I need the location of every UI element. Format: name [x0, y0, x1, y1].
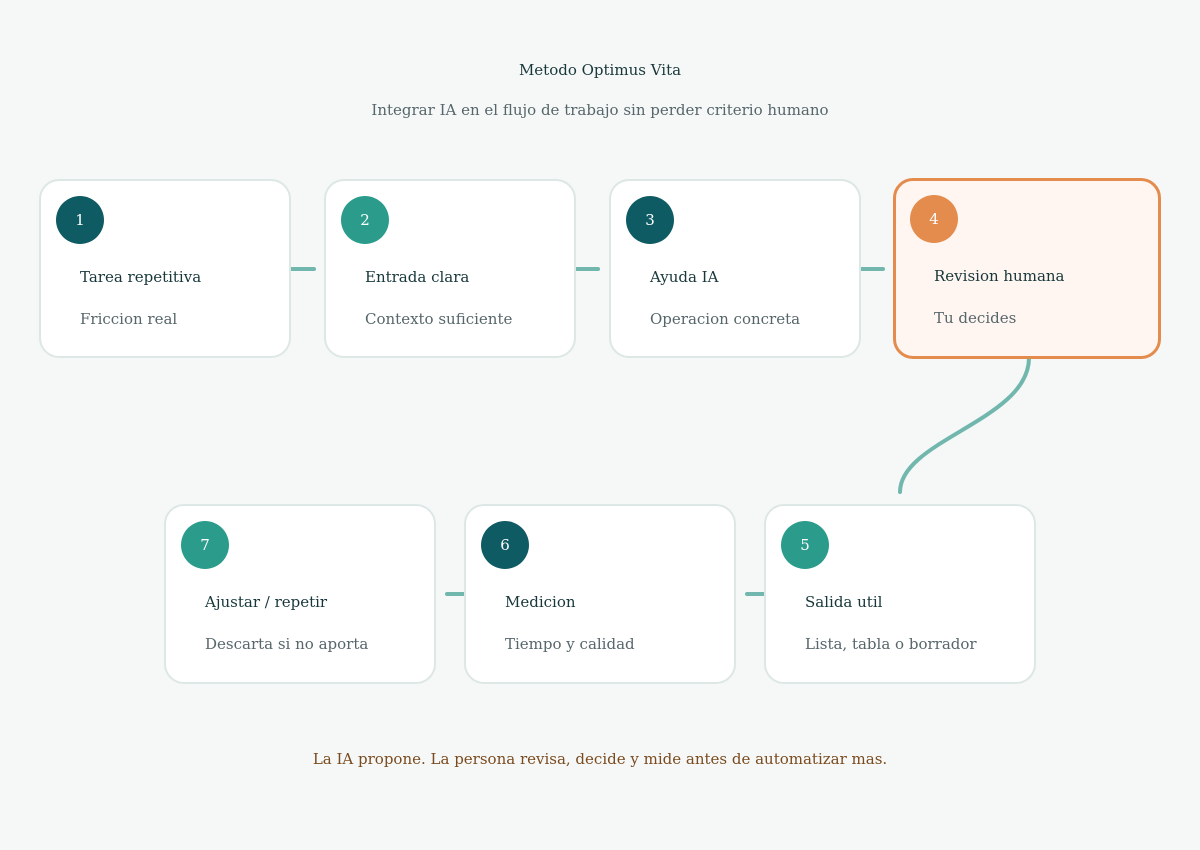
step-title-2: Entrada clara	[365, 268, 470, 286]
step-title-6: Medicion	[505, 593, 576, 611]
step-badge-4: 4	[910, 195, 958, 243]
step-description-2: Contexto suficiente	[365, 310, 513, 328]
step-title-5: Salida util	[805, 593, 883, 611]
step-description-7: Descarta si no aporta	[205, 635, 369, 653]
step-card-7: 7 Ajustar / repetir Descarta si no aport…	[164, 504, 436, 684]
step-badge-7: 7	[181, 521, 229, 569]
step-badge-6: 6	[481, 521, 529, 569]
step-description-3: Operacion concreta	[650, 310, 801, 328]
step-card-4: 4 Revision humana Tu decides	[893, 178, 1161, 359]
step-badge-3: 3	[626, 196, 674, 244]
step-title-4: Revision humana	[934, 267, 1065, 285]
connector-4-5	[898, 356, 1031, 494]
step-badge-1: 1	[56, 196, 104, 244]
step-title-3: Ayuda IA	[650, 268, 719, 286]
step-title-1: Tarea repetitiva	[80, 268, 202, 286]
step-title-7: Ajustar / repetir	[205, 593, 328, 611]
footer-note: La IA propone. La persona revisa, decide…	[312, 750, 888, 768]
step-description-5: Lista, tabla o borrador	[805, 635, 977, 653]
step-card-2: 2 Entrada clara Contexto suficiente	[324, 179, 576, 358]
diagram-subtitle: Integrar IA en el flujo de trabajo sin p…	[371, 101, 829, 119]
step-description-6: Tiempo y calidad	[505, 635, 635, 653]
step-card-3: 3 Ayuda IA Operacion concreta	[609, 179, 861, 358]
step-badge-2: 2	[341, 196, 389, 244]
diagram-title: Metodo Optimus Vita	[518, 61, 682, 79]
step-card-6: 6 Medicion Tiempo y calidad	[464, 504, 736, 684]
step-description-1: Friccion real	[80, 310, 178, 328]
step-description-4: Tu decides	[934, 309, 1017, 327]
step-badge-5: 5	[781, 521, 829, 569]
step-card-1: 1 Tarea repetitiva Friccion real	[39, 179, 291, 358]
step-card-5: 5 Salida util Lista, tabla o borrador	[764, 504, 1036, 684]
